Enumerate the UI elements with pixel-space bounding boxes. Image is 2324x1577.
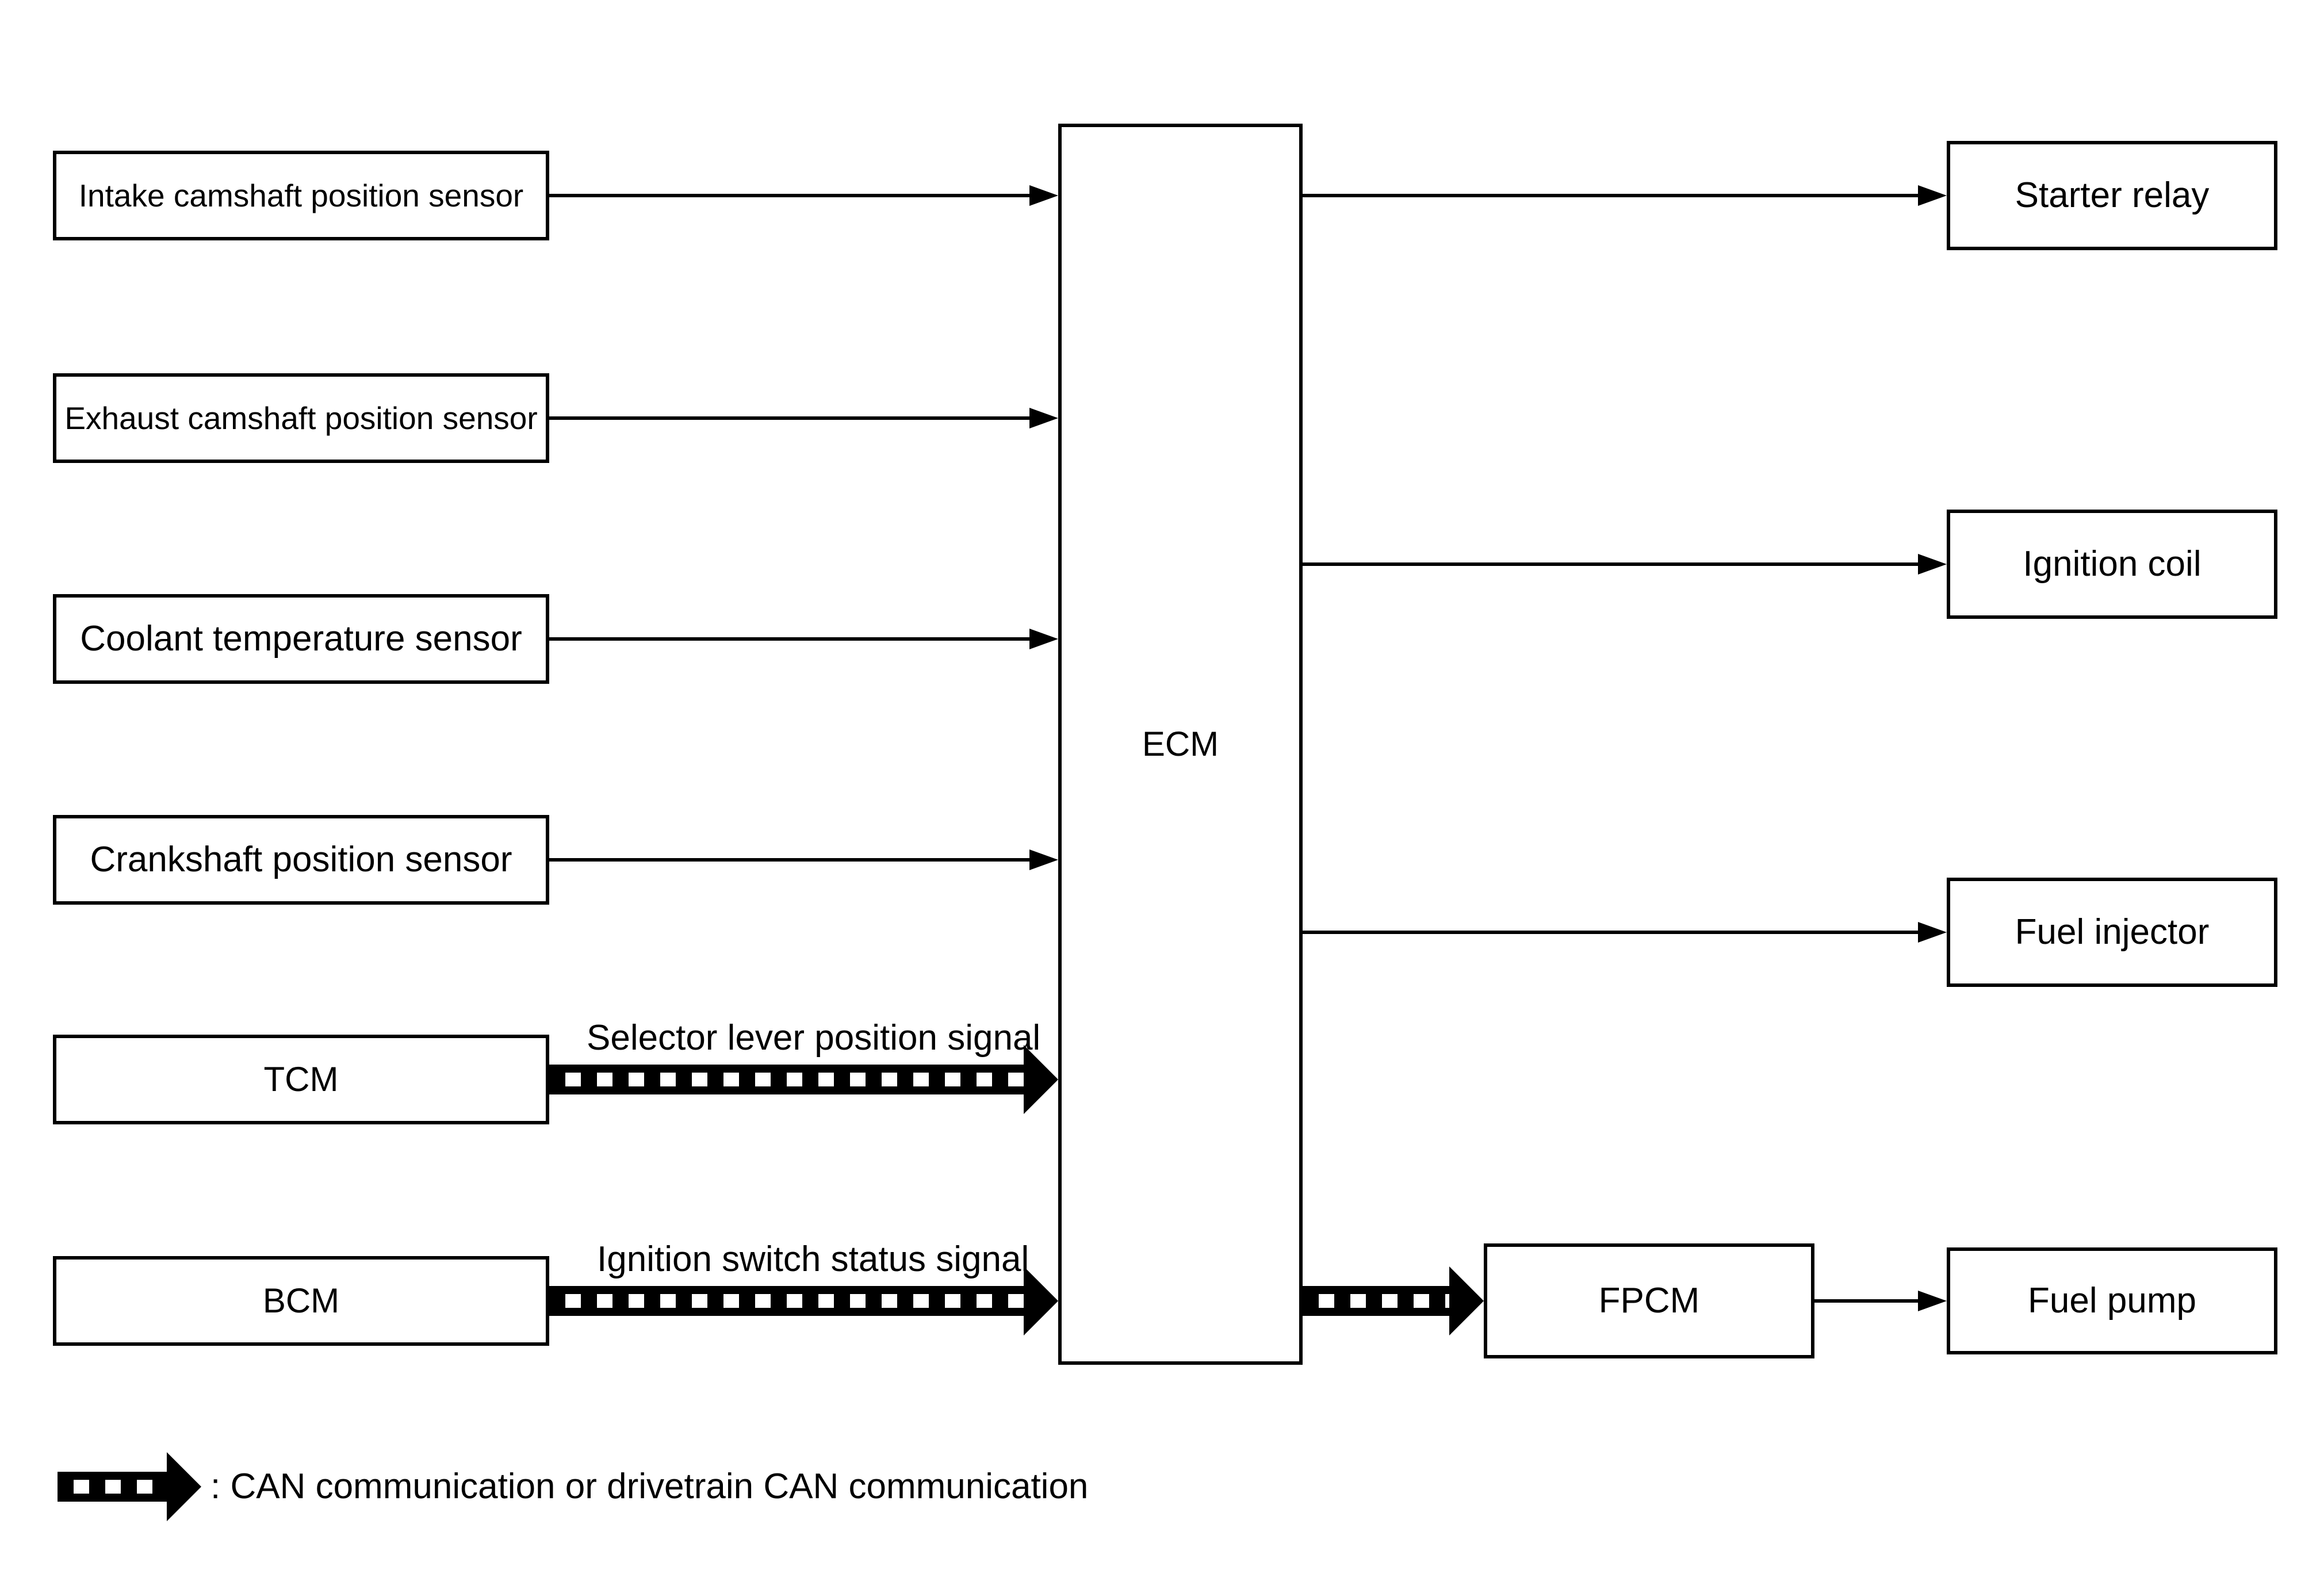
node-bcm: BCM (53, 1256, 549, 1346)
arrowhead-right-icon (1029, 849, 1058, 870)
node-label: Starter relay (2015, 175, 2210, 215)
arrow-ecm-to-ignition-coil (1303, 554, 1947, 575)
arrow-line (1303, 562, 1921, 566)
arrow-coolant-to-ecm (549, 629, 1058, 649)
arrow-intake-to-ecm (549, 185, 1058, 206)
arrowhead-right-icon (1918, 1291, 1947, 1311)
node-ignition-coil: Ignition coil (1947, 510, 2277, 619)
can-arrowhead-right-icon (1449, 1266, 1484, 1335)
can-arrow-bcm-to-ecm (549, 1266, 1058, 1335)
node-label: Ignition coil (2023, 543, 2202, 584)
node-coolant-temperature-sensor: Coolant temperature sensor (53, 594, 549, 684)
node-exhaust-camshaft-position-sensor: Exhaust camshaft position sensor (53, 373, 549, 463)
can-arrow-shaft (58, 1472, 170, 1502)
node-label: BCM (262, 1281, 340, 1320)
node-label: TCM (263, 1060, 339, 1098)
arrow-line (549, 637, 1033, 641)
arrowhead-right-icon (1029, 408, 1058, 428)
node-crankshaft-position-sensor: Crankshaft position sensor (53, 815, 549, 905)
signal-label-ignition-switch-status: Ignition switch status signal (597, 1239, 1029, 1279)
arrow-ecm-to-starter-relay (1303, 185, 1947, 206)
arrow-line (1303, 194, 1921, 197)
arrow-line (1814, 1299, 1921, 1303)
node-label: ECM (1142, 725, 1219, 763)
node-label: Intake camshaft position sensor (78, 177, 524, 213)
node-fpcm: FPCM (1484, 1243, 1814, 1358)
node-tcm: TCM (53, 1035, 549, 1124)
arrow-exhaust-to-ecm (549, 408, 1058, 428)
node-ecm: ECM (1058, 124, 1303, 1365)
can-arrowhead-right-icon (167, 1452, 201, 1521)
arrow-ecm-to-fuel-injector (1303, 922, 1947, 943)
legend-can-arrow-icon (58, 1452, 201, 1521)
arrow-line (549, 416, 1033, 420)
arrow-crankshaft-to-ecm (549, 849, 1058, 870)
legend-text: : CAN communication or drivetrain CAN co… (210, 1467, 1089, 1506)
node-fuel-injector: Fuel injector (1947, 878, 2277, 987)
arrowhead-right-icon (1029, 629, 1058, 649)
arrowhead-right-icon (1918, 922, 1947, 943)
can-arrow-ecm-to-fpcm (1303, 1266, 1484, 1335)
signal-label-selector-lever-position: Selector lever position signal (587, 1018, 1041, 1058)
node-label: Crankshaft position sensor (90, 839, 512, 879)
arrow-fpcm-to-fuel-pump (1814, 1291, 1947, 1311)
node-fuel-pump: Fuel pump (1947, 1247, 2277, 1354)
can-arrow-shaft (1303, 1286, 1453, 1316)
arrow-line (1303, 931, 1921, 934)
node-label: FPCM (1598, 1280, 1700, 1320)
can-arrow-tcm-to-ecm (549, 1045, 1058, 1114)
arrow-line (549, 858, 1033, 862)
arrowhead-right-icon (1918, 185, 1947, 206)
arrow-line (549, 194, 1033, 197)
can-arrow-shaft (549, 1065, 1027, 1094)
node-label: Fuel pump (2028, 1280, 2196, 1320)
node-label: Fuel injector (2015, 912, 2210, 952)
arrowhead-right-icon (1918, 554, 1947, 575)
node-label: Exhaust camshaft position sensor (64, 400, 538, 436)
node-intake-camshaft-position-sensor: Intake camshaft position sensor (53, 151, 549, 240)
node-starter-relay: Starter relay (1947, 141, 2277, 250)
can-arrow-shaft (549, 1286, 1027, 1316)
node-label: Coolant temperature sensor (80, 618, 522, 659)
arrowhead-right-icon (1029, 185, 1058, 206)
can-arrowhead-right-icon (1024, 1266, 1058, 1335)
can-arrowhead-right-icon (1024, 1045, 1058, 1114)
